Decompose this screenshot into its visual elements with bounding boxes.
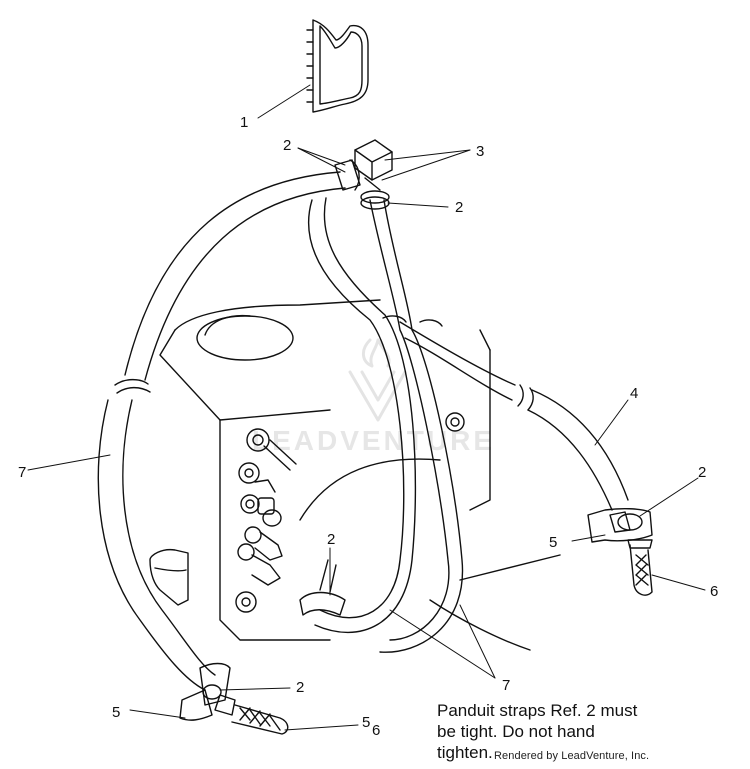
seal-part-1: [306, 19, 369, 113]
callout-5-right: 5: [549, 534, 557, 551]
hose-4: [399, 321, 629, 511]
note-line-2: be tight. Do not hand: [437, 722, 595, 741]
callout-7-bottom: 7: [502, 677, 510, 694]
callout-2-right: 2: [698, 464, 706, 481]
callout-2-center: 2: [327, 531, 335, 548]
elbow-fittings: [354, 139, 393, 191]
fuel-tank: [149, 299, 561, 651]
callout-2-elbow: 2: [455, 199, 463, 216]
render-credit: Rendered by LeadVenture, Inc.: [494, 750, 650, 762]
tank-fittings: [235, 412, 465, 613]
callout-2-bottom: 2: [296, 679, 304, 696]
callout-5-left: 5: [112, 704, 120, 721]
callout-3: 3: [476, 143, 484, 160]
callout-6-left: 6: [372, 722, 380, 739]
filter-left: [179, 662, 289, 735]
callout-2-top: 2: [283, 137, 291, 154]
note-line-3: tighten.: [437, 743, 493, 762]
callout-5-bottom: 5: [362, 714, 370, 731]
filter-right: [587, 507, 653, 596]
clamps: [202, 159, 643, 700]
leader-lines: [27, 84, 706, 731]
hose-7-loop: [308, 197, 464, 653]
assembly-note: Panduit straps Ref. 2 must be tight. Do …: [437, 700, 697, 763]
callout-6-right: 6: [710, 583, 718, 600]
hose-7-left: [97, 171, 346, 691]
watermark-logo: [348, 338, 407, 422]
callout-4: 4: [630, 385, 638, 402]
callout-labels: 1 2 3 2 4 7 2 5 6 2 7 2 5 5 6: [18, 114, 718, 739]
callout-1: 1: [240, 114, 248, 131]
callout-7-left: 7: [18, 464, 26, 481]
note-line-1: Panduit straps Ref. 2 must: [437, 701, 638, 720]
